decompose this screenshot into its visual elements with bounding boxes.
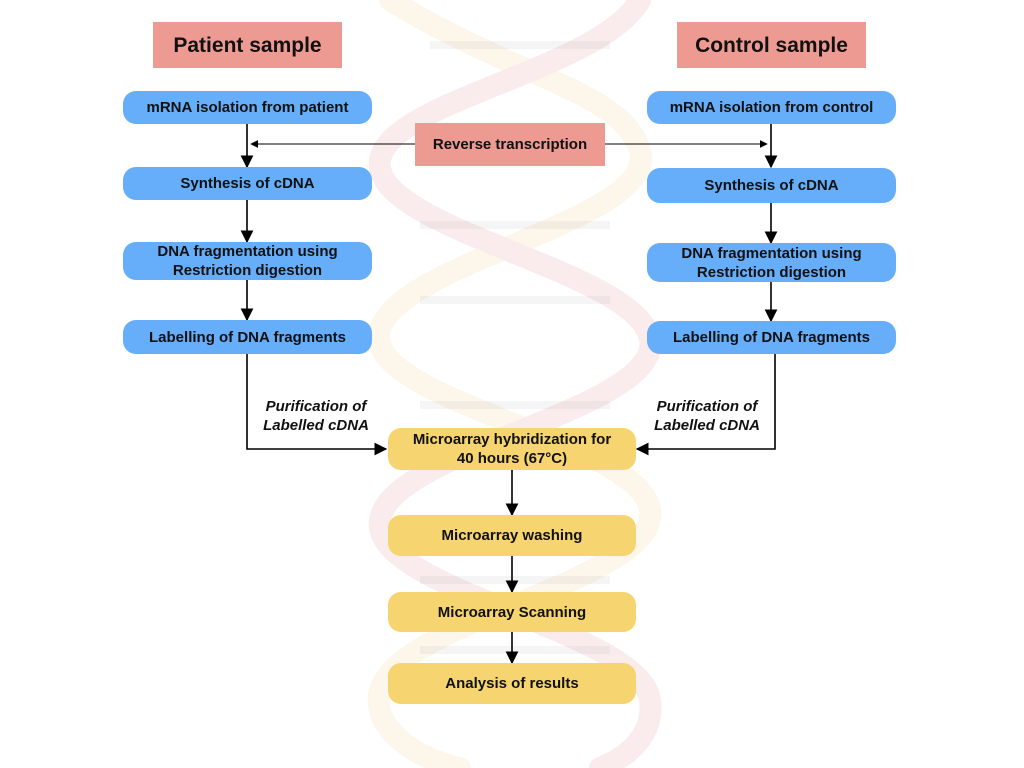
control-fragmentation-line2: Restriction digestion <box>696 263 847 281</box>
patient-sample-label: Patient sample <box>173 33 322 57</box>
microarray-hybridization-box: Microarray hybridization for 40 hours (6… <box>388 428 636 470</box>
patient-mrna-isolation-box: mRNA isolation from patient <box>123 91 372 124</box>
analysis-of-results-box: Analysis of results <box>388 663 636 704</box>
hybridization-line1: Microarray hybridization for <box>412 431 612 448</box>
control-mrna-isolation-label: mRNA isolation from control <box>669 99 874 116</box>
control-labelling-box: Labelling of DNA fragments <box>647 321 896 354</box>
control-cdna-synthesis-box: Synthesis of cDNA <box>647 168 896 203</box>
patient-purification-note: Purification of Labelled cDNA <box>252 397 380 435</box>
arrow-control-to-hybridization <box>635 354 776 456</box>
reverse-transcription-box: Reverse transcription <box>415 123 605 166</box>
control-labelling-label: Labelling of DNA fragments <box>673 329 870 346</box>
control-mrna-isolation-box: mRNA isolation from control <box>647 91 896 124</box>
hybridization-line2: 40 hours (67°C) <box>456 450 568 467</box>
arrow-patient-to-hybridization <box>246 354 388 456</box>
control-dna-fragmentation-box: DNA fragmentation using Restriction dige… <box>647 243 896 282</box>
microarray-scanning-label: Microarray Scanning <box>437 603 587 621</box>
control-cdna-synthesis-label: Synthesis of cDNA <box>704 177 839 194</box>
control-sample-header: Control sample <box>677 22 866 68</box>
control-fragmentation-line1: DNA fragmentation using <box>681 244 862 262</box>
analysis-of-results-label: Analysis of results <box>445 675 579 692</box>
patient-mrna-isolation-label: mRNA isolation from patient <box>146 99 349 116</box>
patient-fragmentation-line2: Restriction digestion <box>172 262 323 279</box>
patient-labelling-box: Labelling of DNA fragments <box>123 320 372 354</box>
patient-fragmentation-line1: DNA fragmentation using <box>157 243 338 260</box>
control-sample-label: Control sample <box>695 33 848 57</box>
patient-purification-line1: Purification of <box>265 398 367 415</box>
microarray-washing-box: Microarray washing <box>388 515 636 556</box>
reverse-transcription-label: Reverse transcription <box>432 136 588 153</box>
patient-cdna-synthesis-box: Synthesis of cDNA <box>123 167 372 200</box>
patient-labelling-label: Labelling of DNA fragments <box>149 328 346 346</box>
control-purification-line1: Purification of <box>656 398 758 415</box>
control-purification-line2: Labelled cDNA <box>654 417 760 434</box>
patient-sample-header: Patient sample <box>153 22 342 68</box>
microarray-scanning-box: Microarray Scanning <box>388 592 636 632</box>
patient-cdna-synthesis-label: Synthesis of cDNA <box>180 175 315 192</box>
patient-dna-fragmentation-box: DNA fragmentation using Restriction dige… <box>123 242 372 280</box>
microarray-washing-label: Microarray washing <box>441 527 583 544</box>
control-purification-note: Purification of Labelled cDNA <box>643 397 771 435</box>
patient-purification-line2: Labelled cDNA <box>263 417 369 434</box>
